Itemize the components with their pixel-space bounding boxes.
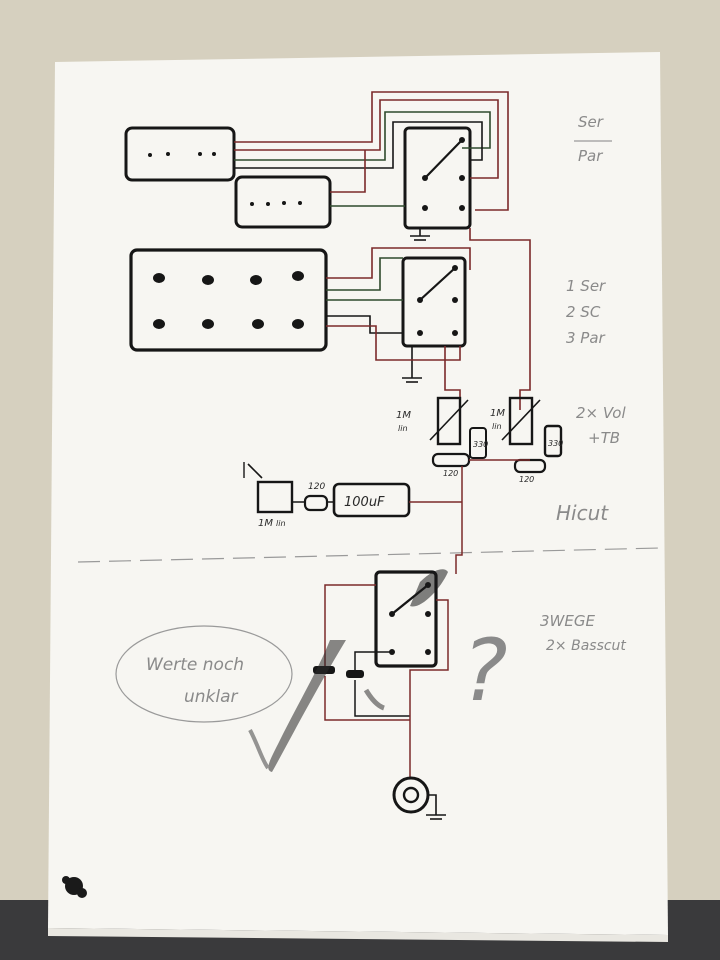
question-mark: ? (462, 621, 508, 721)
note-2x-vol: 2× Vol (576, 404, 626, 422)
switch-3-box (374, 570, 438, 668)
ink-blot (62, 876, 87, 898)
resistor-b-value: 330 (548, 439, 563, 448)
note-ser: Ser (578, 113, 604, 131)
graphite-smudges (248, 569, 448, 772)
basscut-cap-2 (346, 670, 364, 678)
paper-edge (48, 928, 668, 942)
pencil-note-bubble (115, 625, 293, 723)
electrolytic-value: 100uF (344, 495, 385, 510)
pickup-2-poles (250, 201, 302, 206)
wiring-middle (292, 459, 530, 574)
resistor-a-value: 330 (473, 440, 488, 449)
pot-a-value: 1M (396, 410, 411, 421)
bubble-line-2: unklar (184, 687, 239, 707)
ground-symbol-2 (402, 346, 422, 383)
note-3-par: 3 Par (566, 329, 606, 347)
note-2-sc: 2 SC (566, 303, 601, 321)
pickup-1-poles (148, 152, 216, 157)
humbucker-poles (153, 271, 304, 329)
resistor-b (543, 424, 563, 458)
pot-c-taper: lin (276, 519, 286, 528)
bubble-line-1: Werte noch (146, 655, 244, 675)
electrolytic-cap (332, 482, 411, 518)
pot-b (501, 396, 541, 446)
note-par: Par (578, 147, 603, 165)
pot-c-value: 1M (258, 518, 273, 529)
switch-2-terminals (417, 265, 458, 336)
pot-b-value: 1M (490, 408, 505, 419)
cap-b-value: 120 (519, 475, 534, 484)
resistor-a (469, 427, 487, 459)
paper-sheet (48, 52, 668, 935)
dashed-separator (77, 547, 661, 563)
single-coil-pickup-2 (234, 175, 332, 229)
switch-2-box (401, 256, 467, 348)
cap-c (303, 494, 329, 512)
pot-a (429, 396, 469, 446)
cap-c-value: 120 (308, 482, 325, 492)
switch-1-terminals (422, 137, 465, 211)
pot-c (243, 462, 294, 514)
output-jack (392, 776, 446, 820)
cap-a-value: 120 (443, 469, 458, 478)
note-1-ser: 1 Ser (566, 277, 606, 295)
ground-symbol-1 (410, 228, 430, 241)
wiring-bottom (324, 584, 449, 778)
pot-a-taper: lin (398, 424, 408, 433)
note-2x-basscut: 2× Basscut (546, 638, 626, 654)
note-hicut: Hicut (556, 501, 609, 525)
note-3wege: 3WEGE (540, 612, 595, 630)
wiring-top (234, 91, 531, 410)
switch-1-lever (424, 139, 463, 179)
single-coil-pickup-1 (124, 126, 236, 182)
note-tb: +TB (588, 429, 620, 447)
pot-b-taper: lin (492, 422, 502, 431)
switch-2-lever (419, 267, 456, 301)
